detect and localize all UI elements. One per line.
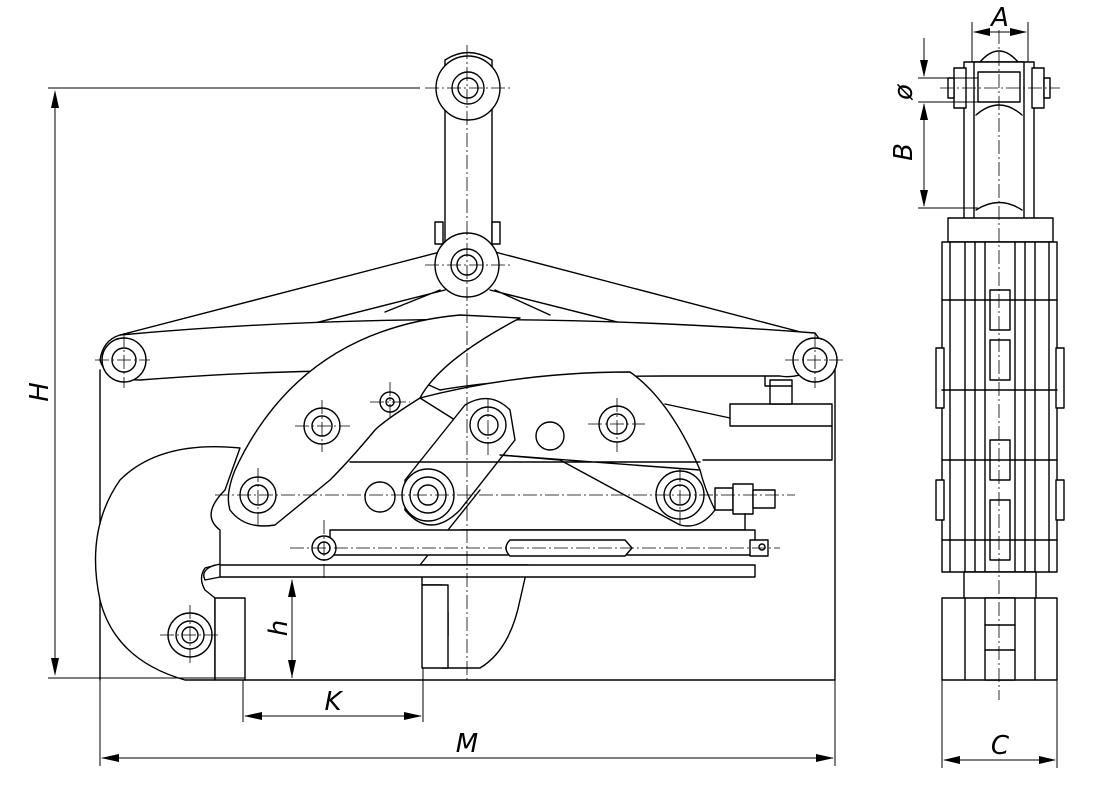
link-tab-left	[434, 221, 444, 245]
stop-block	[769, 379, 793, 405]
label-M: M	[456, 729, 478, 759]
side-view: A ø B C	[889, 3, 1065, 768]
front-view: H h K M	[25, 45, 845, 766]
label-H: H	[25, 382, 55, 402]
side-connector	[963, 571, 1037, 601]
label-B: B	[889, 143, 919, 161]
left-arm	[227, 314, 521, 527]
jaw-pad	[214, 597, 246, 681]
label-h: h	[264, 620, 294, 636]
side-stack-plates	[935, 241, 1065, 573]
side-dimensions	[918, 22, 1058, 768]
link-tab-right	[491, 221, 501, 245]
label-phi: ø	[889, 83, 919, 101]
side-cross-plate	[947, 217, 1054, 243]
lower-body-lines	[349, 454, 746, 566]
label-A: A	[989, 3, 1009, 33]
slide-bar	[219, 564, 756, 578]
right-bracket	[729, 403, 833, 427]
label-C: C	[991, 731, 1010, 761]
screw-nut	[714, 487, 734, 511]
center-lines	[95, 45, 845, 680]
dimensions	[48, 87, 836, 766]
slot	[505, 539, 633, 557]
label-K: K	[324, 687, 343, 717]
top-eye	[435, 55, 501, 121]
bottom-jaw-pad	[421, 584, 449, 669]
